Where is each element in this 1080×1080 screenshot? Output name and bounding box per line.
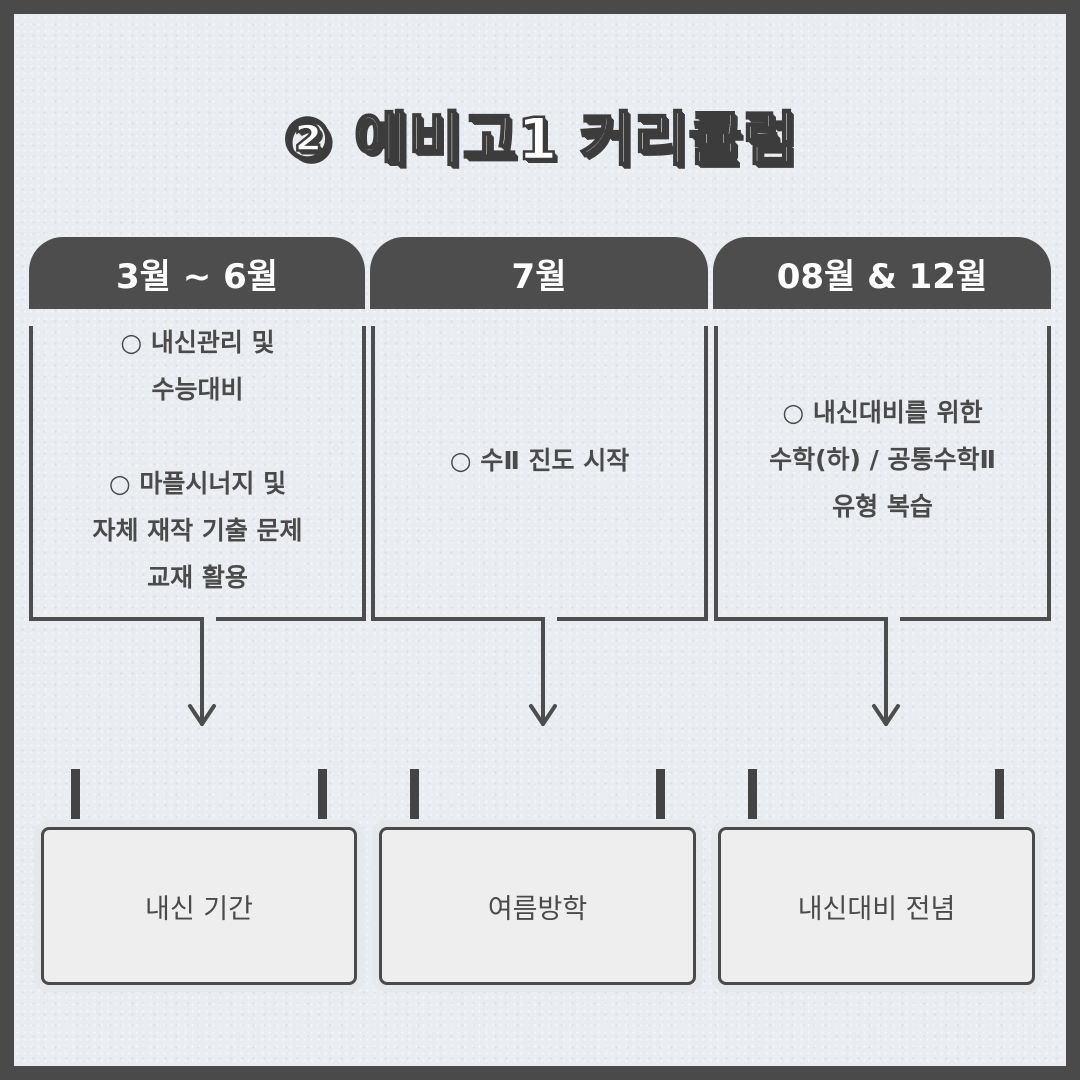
content-line: 교재 활용 — [147, 563, 248, 592]
content-spacer — [33, 413, 362, 460]
content-text-2: ○ 수Ⅱ 진도 시작 — [375, 437, 704, 484]
box-post — [410, 769, 419, 819]
result-label-1: 내신 기간 — [145, 893, 253, 925]
content-line: ○ 내신관리 및 — [120, 328, 275, 357]
content-line: 자체 재작 기출 문제 — [92, 516, 303, 545]
content-line: ○ 수Ⅱ 진도 시작 — [449, 446, 630, 475]
result-box-2: 여름방학 — [379, 827, 696, 985]
content-line: 유형 복습 — [832, 492, 933, 521]
page-title: ② 예비고1 커리큘럼 — [282, 104, 798, 175]
content-text-3: ○ 내신대비를 위한 수학(하) / 공통수학Ⅱ 유형 복습 — [718, 389, 1047, 530]
box-post — [318, 769, 327, 819]
content-line: ○ 마플시너지 및 — [108, 469, 287, 498]
content-line: 수능대비 — [151, 375, 244, 404]
result-box-3: 내신대비 전념 — [718, 827, 1035, 985]
box-post — [995, 769, 1004, 819]
period-tab-1: 3월 ~ 6월 — [29, 237, 365, 309]
box-post — [656, 769, 665, 819]
content-bracket-2 — [371, 326, 708, 621]
result-label-3: 내신대비 전념 — [797, 893, 956, 925]
arrowhead-1 — [188, 704, 216, 726]
result-label-2: 여름방학 — [487, 893, 588, 925]
box-post — [748, 769, 757, 819]
period-tab-2: 7월 — [370, 237, 708, 309]
content-text-1: ○ 내신관리 및 수능대비 ○ 마플시너지 및 자체 재작 기출 문제 교재 활… — [33, 319, 362, 601]
arrowhead-2 — [529, 704, 557, 726]
content-line: ○ 내신대비를 위한 — [782, 398, 983, 427]
result-box-1: 내신 기간 — [41, 827, 357, 985]
box-post — [71, 769, 80, 819]
content-bracket-3 — [714, 326, 1051, 621]
content-line: 수학(하) / 공통수학Ⅱ — [769, 445, 996, 474]
content-bracket-1 — [29, 326, 366, 621]
period-tab-3: 08월 & 12월 — [713, 237, 1051, 309]
arrowhead-3 — [872, 704, 900, 726]
